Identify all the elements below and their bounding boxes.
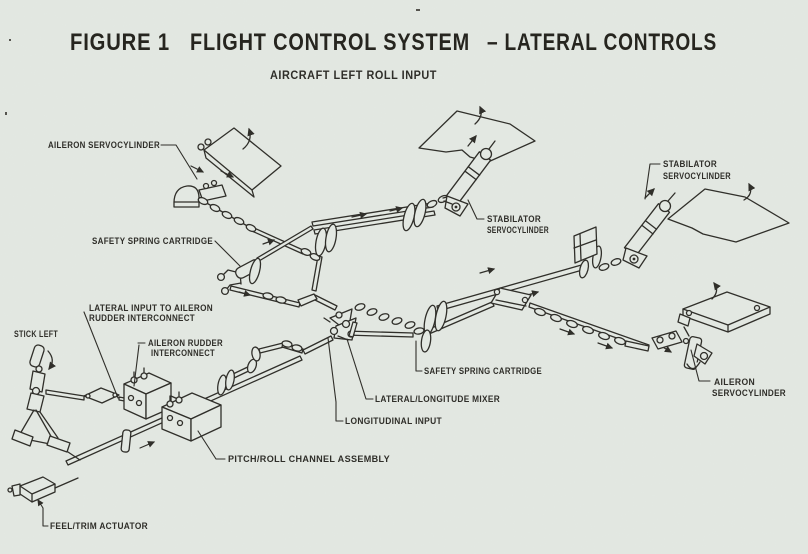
- label-pitch-roll: PITCH/ROLL CHANNEL ASSEMBLY: [228, 454, 390, 464]
- label-feel-trim: FEEL/TRIM ACTUATOR: [50, 521, 148, 531]
- label-lateral-input-line2: RUDDER INTERCONNECT: [89, 313, 195, 323]
- leader-lateral-input: [83, 311, 119, 399]
- linkage-drawing: [7, 105, 790, 503]
- lateral-longitude-mixer: [323, 300, 448, 353]
- right-safety-spring-cartridge: [490, 287, 532, 311]
- leader-stab-servo-center: [467, 199, 485, 220]
- label-stab-servo-right-line2: SERVOCYLINDER: [663, 171, 731, 181]
- longitudinal-input-chain: [217, 340, 303, 396]
- left-stabilator-assembly: [418, 105, 536, 217]
- label-safety-spring-left: SAFETY SPRING CARTRIDGE: [92, 236, 213, 246]
- right-aileron-motion-arrow: [711, 281, 721, 300]
- label-aileron-servo-right-line2: SERVOCYLINDER: [712, 388, 786, 398]
- leader-mixer: [346, 338, 374, 400]
- leader-safety-spring-right: [415, 340, 423, 372]
- left-aileron-link-chain: [197, 196, 257, 233]
- control-stick: [11, 344, 81, 461]
- figure-number: FIGURE 1: [70, 29, 170, 56]
- callout-labels: AILERON SERVOCYLINDER SAFETY SPRING CART…: [14, 140, 786, 531]
- left-aileron-servocylinder: [173, 179, 227, 208]
- aileron-rudder-interconnect-box: [123, 367, 172, 420]
- figure-title: FLIGHT CONTROL SYSTEM: [190, 29, 470, 56]
- leader-feel-trim: [37, 499, 49, 527]
- left-aileron-motion-arrow: [242, 127, 255, 150]
- leader-aileron-rudder: [133, 342, 146, 387]
- right-stabilator-motion-arrow: [743, 182, 756, 201]
- feel-trim-actuator: [7, 476, 79, 503]
- label-stab-servo-right-line1: STABILATOR: [663, 159, 717, 169]
- figure-title-variant: – LATERAL CONTROLS: [487, 29, 717, 56]
- label-aileron-servo-right-line1: AILERON: [714, 377, 755, 387]
- label-aileron-servo-left: AILERON SERVOCYLINDER: [48, 140, 160, 150]
- leader-safety-spring-left: [214, 240, 241, 267]
- label-lateral-input-line1: LATERAL INPUT TO AILERON: [89, 303, 213, 313]
- label-safety-spring-right: SAFETY SPRING CARTRIDGE: [424, 366, 542, 376]
- figure-header: FIGURE 1 FLIGHT CONTROL SYSTEM – LATERAL…: [70, 29, 717, 82]
- left-stabilator-servocylinder: [443, 134, 496, 217]
- label-stab-servo-center-line2: SERVOCYLINDER: [487, 225, 549, 235]
- center-bellcrank-tower: [314, 194, 453, 257]
- left-stabilator-motion-arrow: [474, 105, 487, 125]
- stick-motion-arrow: [47, 350, 56, 371]
- right-stabilator-servocylinder: [622, 188, 676, 269]
- leader-aileron-servo-right: [690, 349, 711, 382]
- leader-stab-servo-right: [644, 163, 661, 200]
- scan-specks: [5, 9, 420, 115]
- right-aileron-servocylinder: [651, 326, 713, 370]
- leader-lines: [37, 144, 711, 527]
- leader-pitch-roll: [197, 430, 226, 460]
- label-aileron-rudder-line2: INTERCONNECT: [151, 348, 215, 358]
- pitch-roll-channel-box: [161, 391, 222, 442]
- left-aileron-assembly: [173, 127, 321, 262]
- label-aileron-rudder-line1: AILERON RUDDER: [148, 338, 223, 348]
- left-safety-spring-cartridge: [216, 257, 318, 307]
- label-stab-servo-center-line1: STABILATOR: [487, 214, 541, 224]
- label-longitudinal-input: LONGITUDINAL INPUT: [345, 416, 442, 426]
- right-aileron-assembly: [534, 281, 771, 370]
- label-stick-left: STICK LEFT: [14, 329, 58, 339]
- figure-subtitle: AIRCRAFT LEFT ROLL INPUT: [270, 68, 437, 82]
- right-stabilator-assembly: [573, 182, 790, 279]
- leader-aileron-servo-left: [160, 144, 198, 180]
- leader-longitudinal-input: [327, 337, 344, 422]
- label-mixer: LATERAL/LONGITUDE MIXER: [375, 394, 500, 404]
